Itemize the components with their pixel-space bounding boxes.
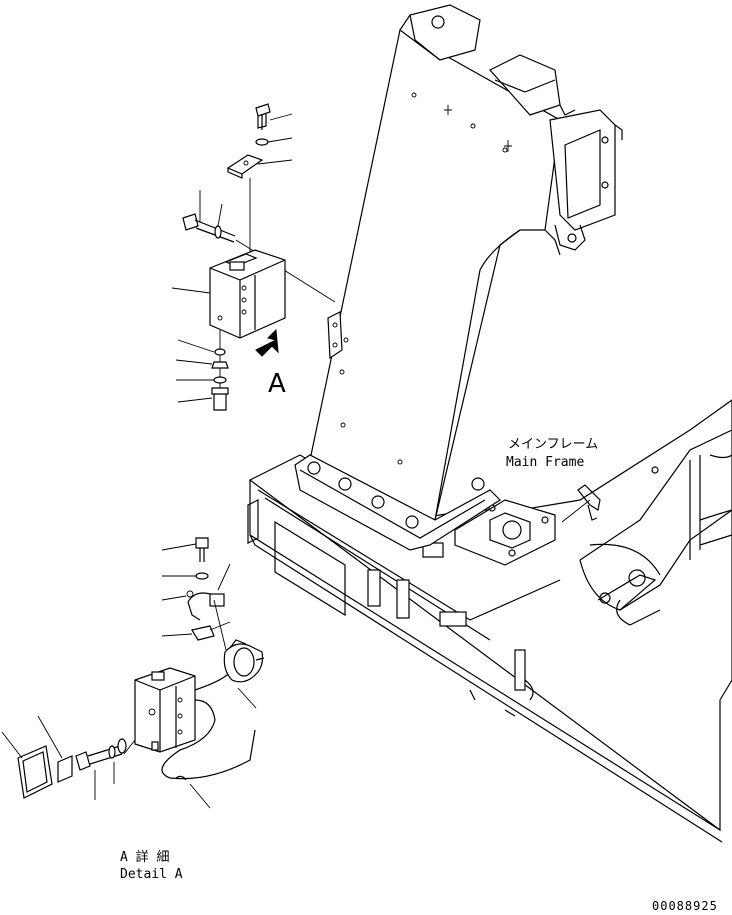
detail-a-assembly <box>1 537 265 809</box>
upper-exploded-assembly <box>171 103 336 411</box>
detail-a-label-en: Detail A <box>120 867 183 882</box>
main-frame-label-en: Main Frame <box>506 455 584 470</box>
view-letter-a: A <box>268 369 286 399</box>
drawing-number: 00088925 <box>652 899 718 913</box>
detail-a-label-jp: A 詳 細 <box>120 849 169 865</box>
mast-column <box>294 4 623 551</box>
main-frame-label-jp: メインフレーム <box>508 437 598 452</box>
